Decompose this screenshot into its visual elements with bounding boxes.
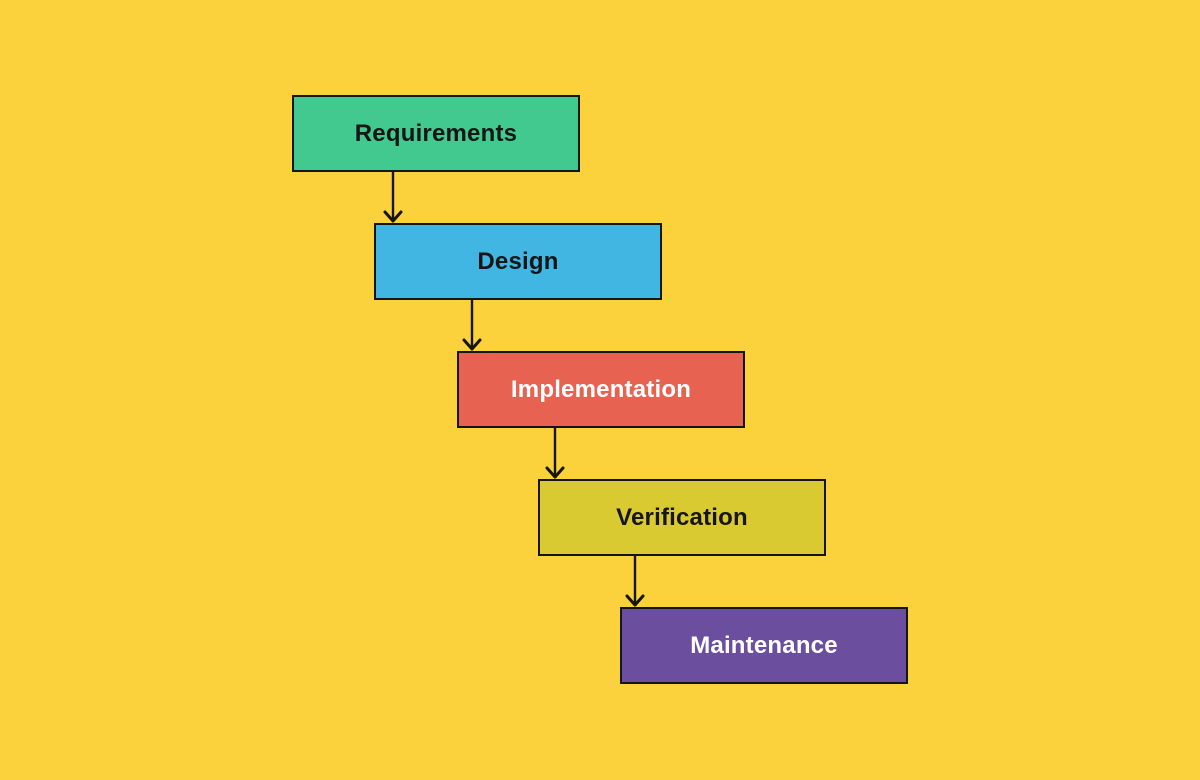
stage-label-design: Design bbox=[477, 247, 559, 275]
stage-label-verification: Verification bbox=[616, 503, 748, 531]
arrow-design-to-implementation bbox=[462, 299, 482, 351]
stage-label-requirements: Requirements bbox=[354, 119, 518, 147]
stage-box-requirements: Requirements bbox=[292, 95, 580, 172]
stage-box-maintenance: Maintenance bbox=[620, 607, 908, 684]
arrow-verification-to-maintenance bbox=[625, 555, 645, 607]
stage-box-verification: Verification bbox=[538, 479, 826, 556]
stage-label-maintenance: Maintenance bbox=[690, 631, 838, 659]
arrow-implementation-to-verification bbox=[545, 427, 565, 479]
arrow-requirements-to-design bbox=[383, 171, 403, 223]
stage-label-implementation: Implementation bbox=[510, 375, 692, 403]
stage-box-design: Design bbox=[374, 223, 662, 300]
stage-box-implementation: Implementation bbox=[457, 351, 745, 428]
